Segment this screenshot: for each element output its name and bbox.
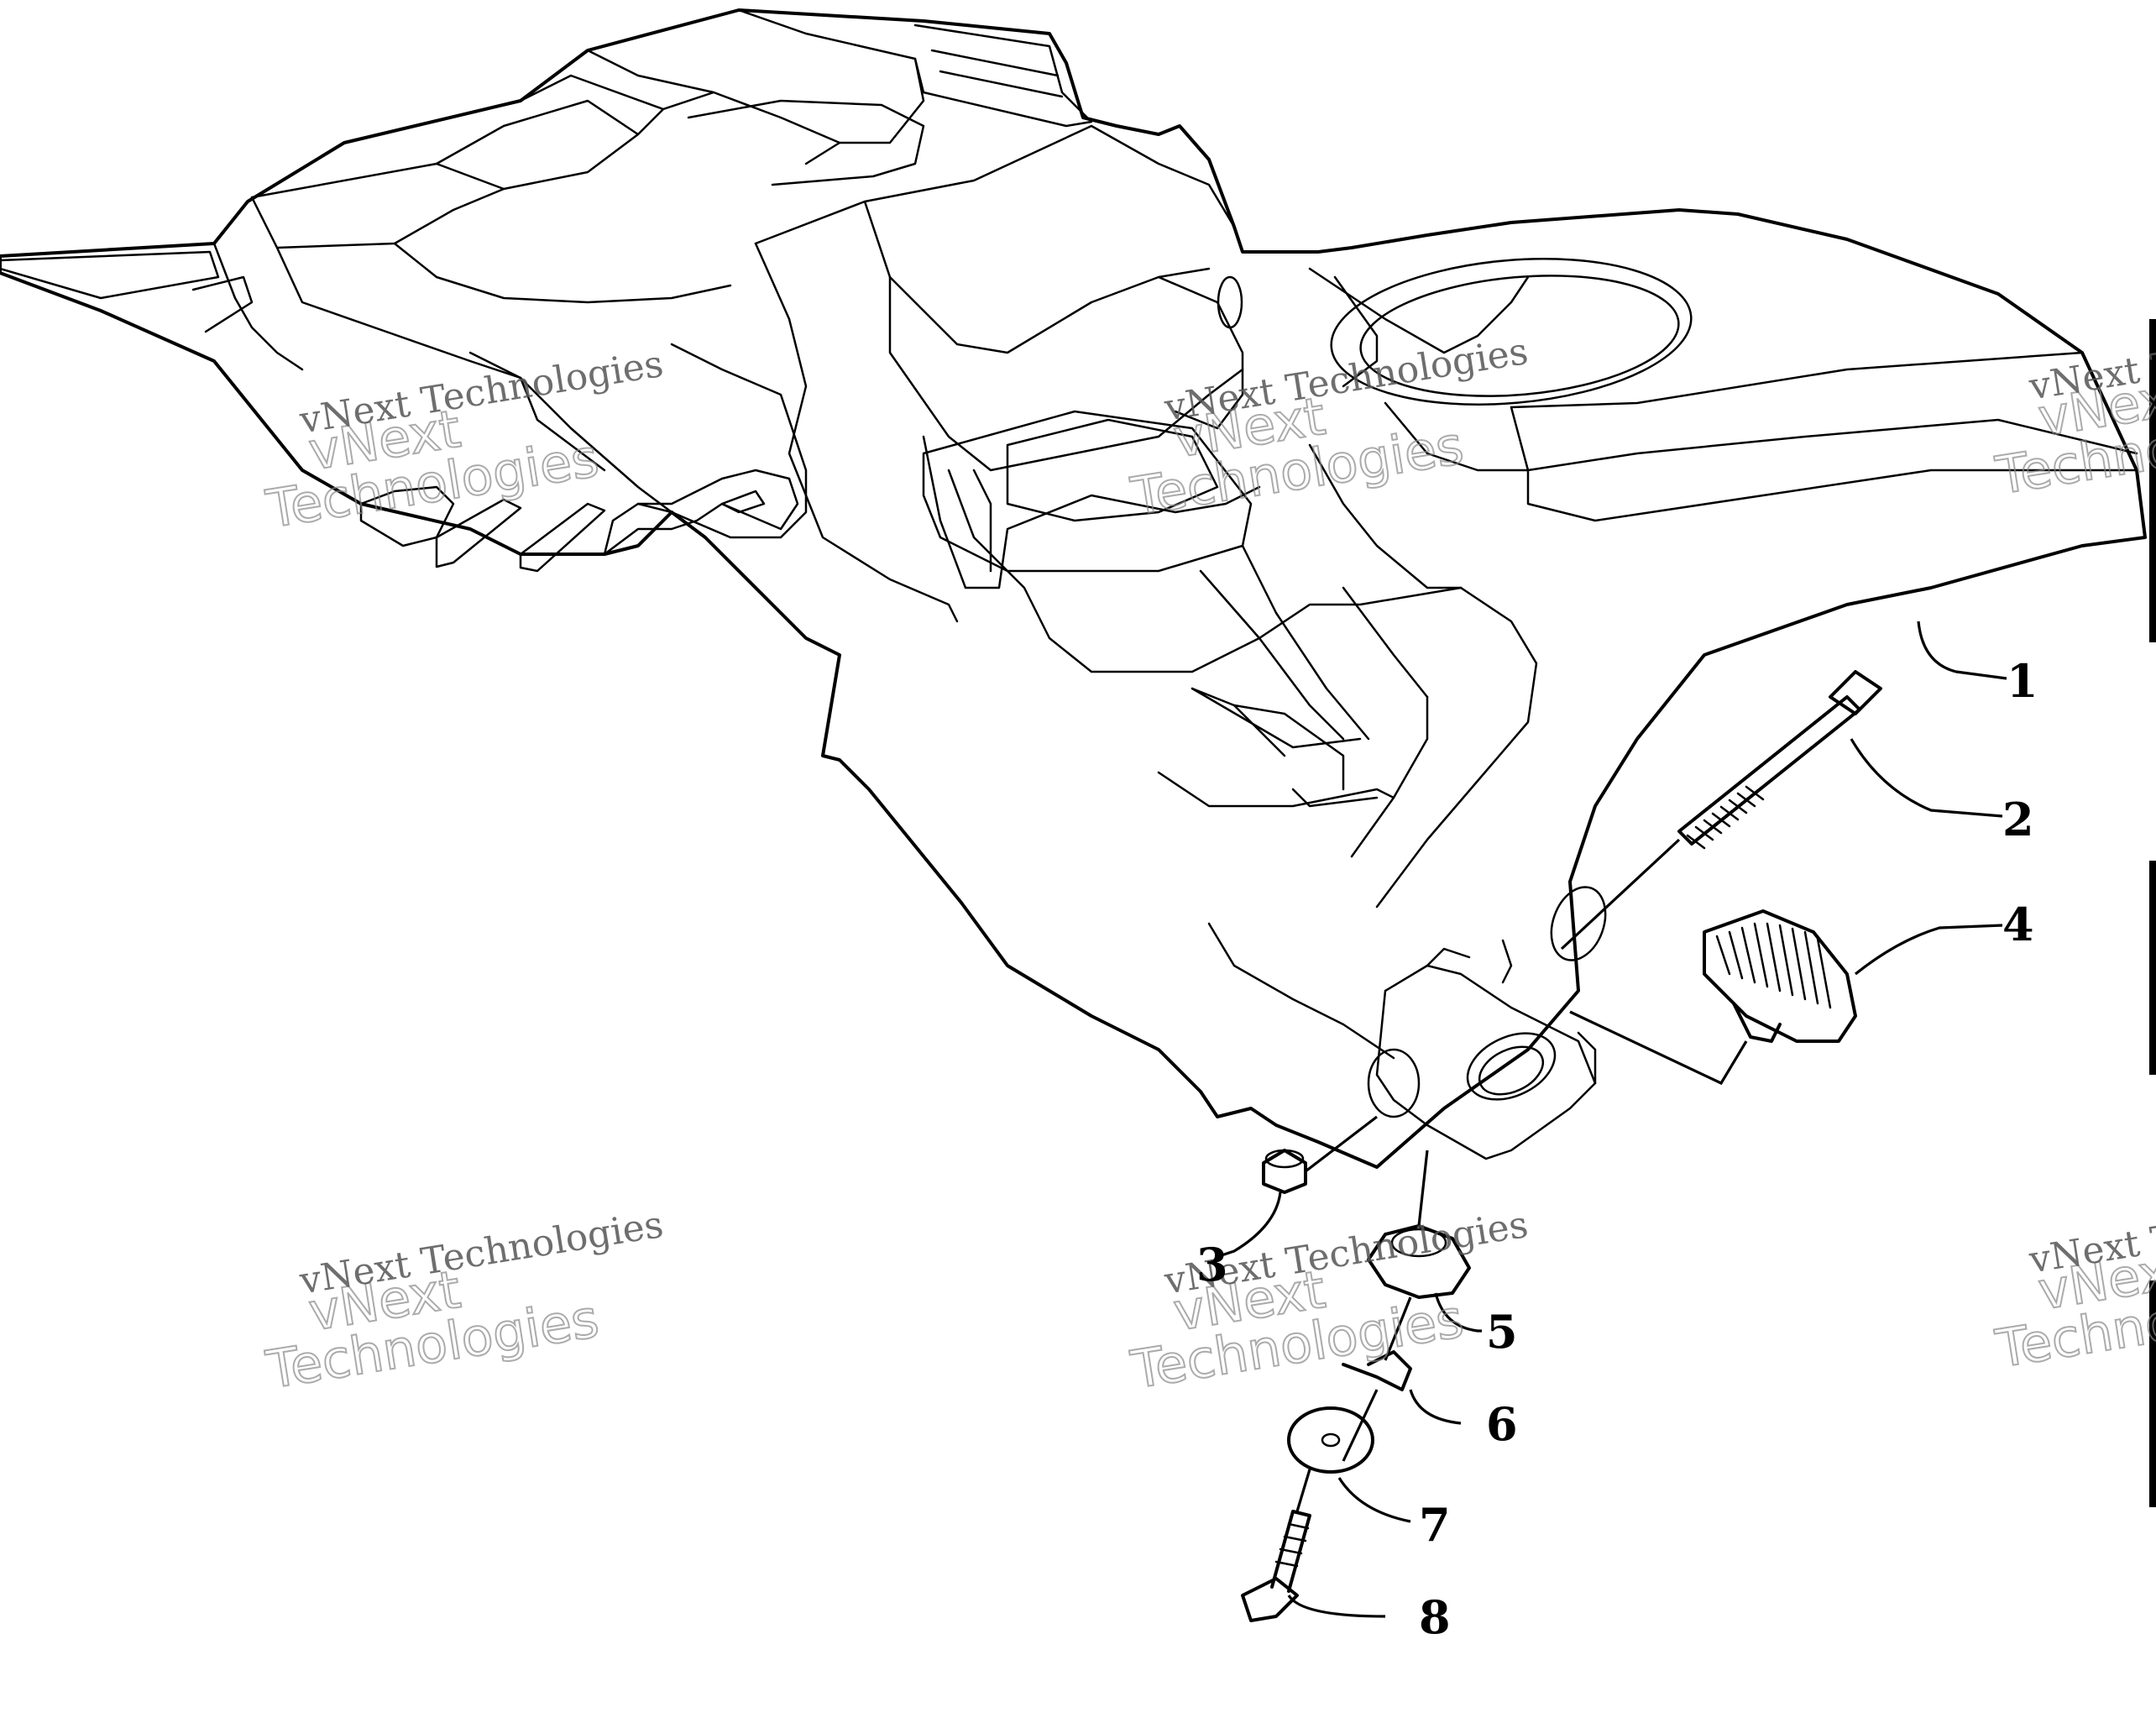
page-edge-marks [2149, 319, 2156, 1507]
part-6-clip [1342, 1350, 1412, 1462]
callout-5: 5 [1486, 1305, 1518, 1359]
callout-leaders [1221, 621, 2007, 1618]
part-1-fender-panel [0, 8, 2147, 1169]
watermark-line1: vNext Technologies [1161, 330, 1531, 430]
callout-7: 7 [1419, 1498, 1451, 1552]
callout-8: 8 [1419, 1590, 1451, 1644]
part-7-washer [1287, 1406, 1374, 1512]
watermark-line1: vNext Technologies [296, 1203, 667, 1303]
part-4-knob [1569, 909, 1857, 1086]
part-8-screw [1241, 1510, 1311, 1622]
callout-labels: 1 2 3 4 5 6 7 8 [1196, 654, 2038, 1644]
part-2-bolt [1560, 670, 1882, 951]
part-3-nut [1262, 1115, 1378, 1194]
callout-6: 6 [1486, 1397, 1518, 1451]
part-5-grommet [1367, 1150, 1471, 1361]
callout-3: 3 [1196, 1238, 1228, 1291]
callout-1: 1 [2007, 654, 2038, 708]
callout-4: 4 [2002, 898, 2034, 951]
callout-2: 2 [2002, 793, 2034, 846]
